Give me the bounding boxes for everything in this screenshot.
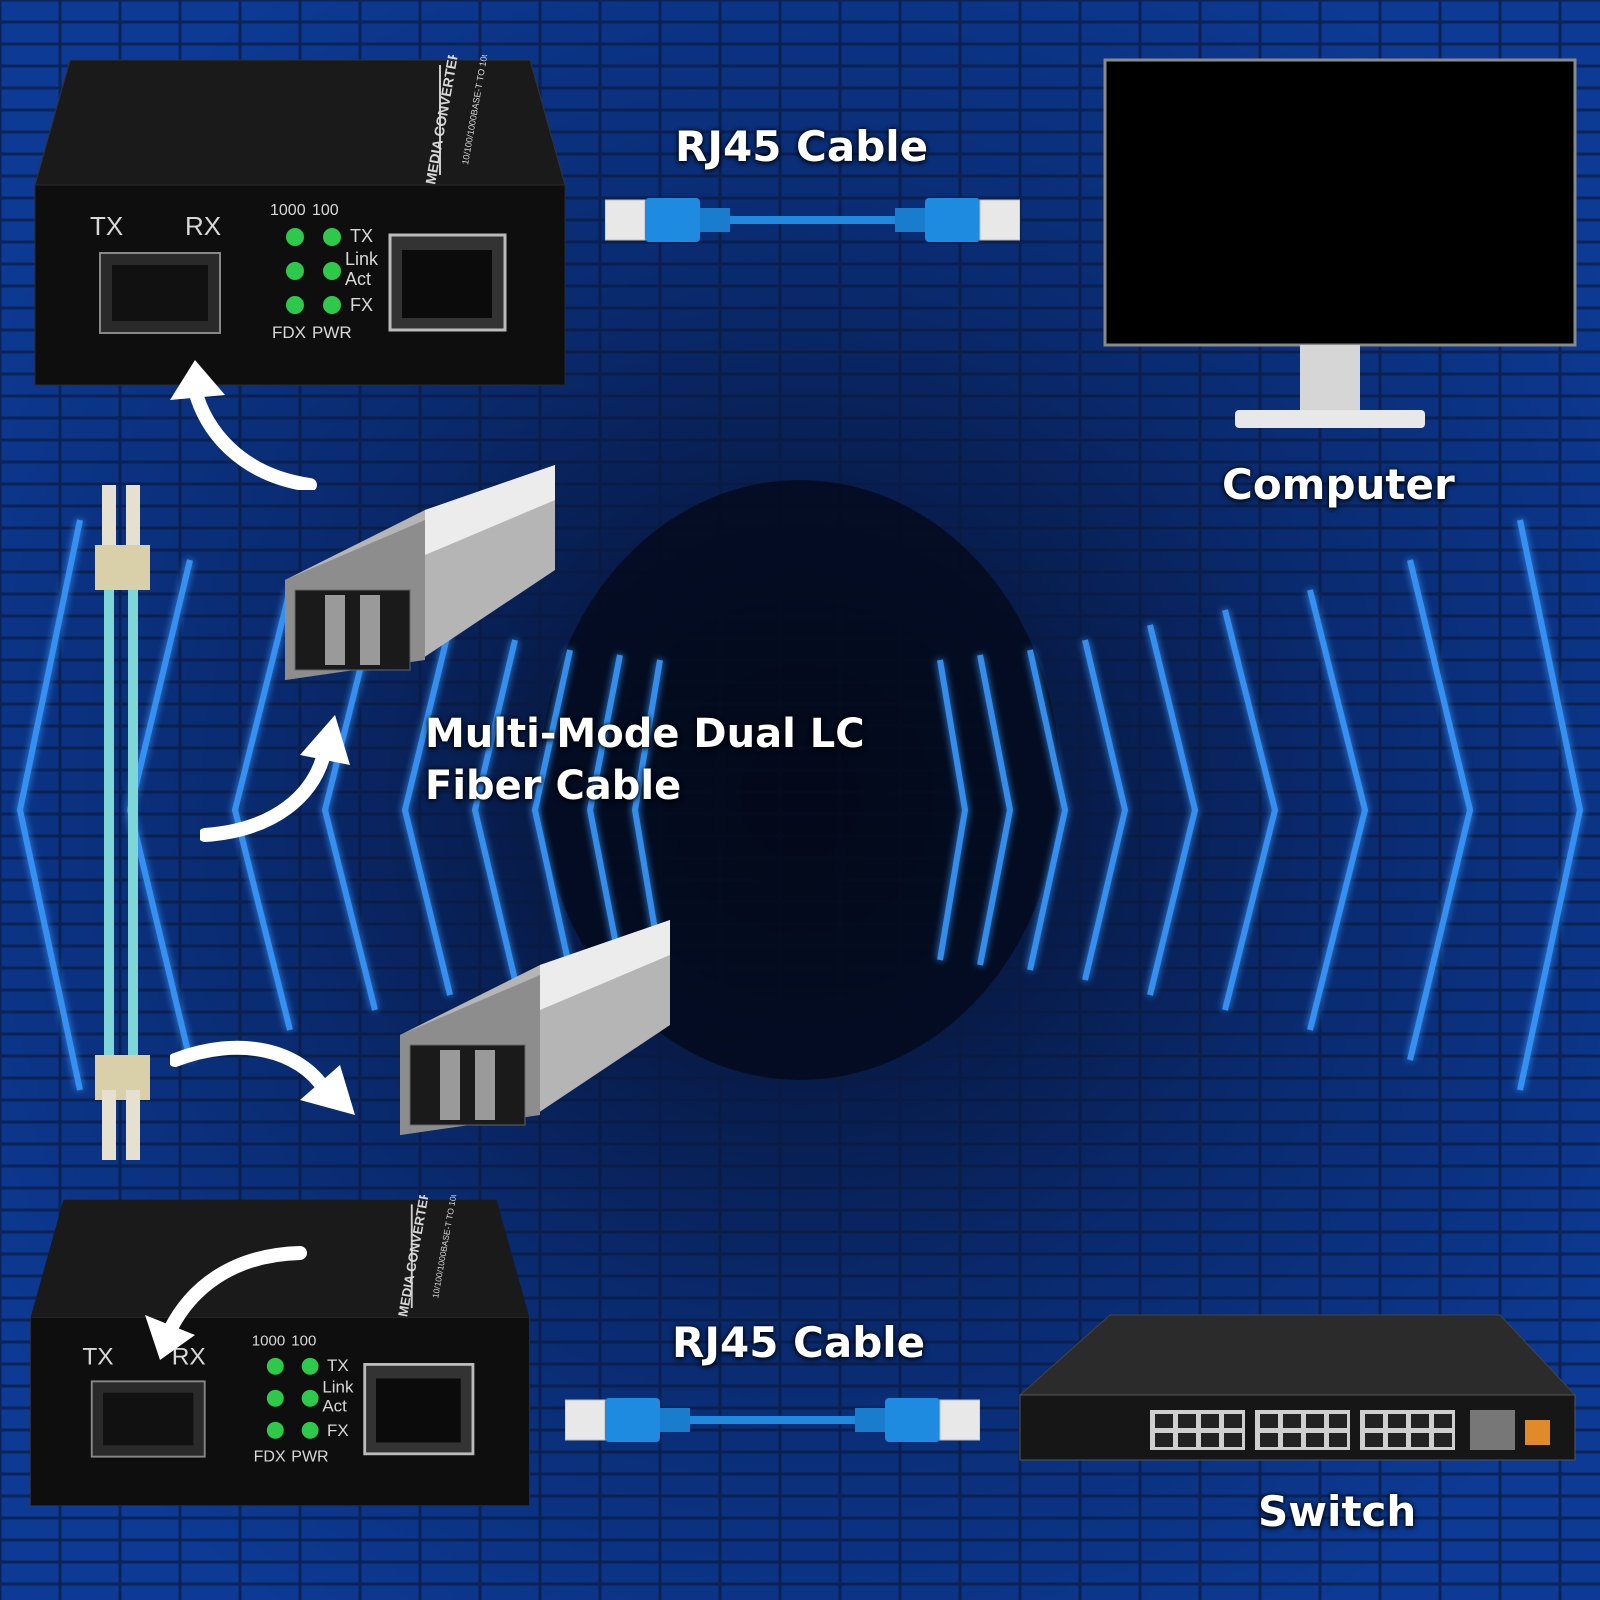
rj45-cable-bottom: [565, 1398, 980, 1442]
led-link-label: Link: [345, 249, 379, 269]
led-link-label: Link: [322, 1378, 354, 1397]
led-fx-label: FX: [350, 295, 373, 315]
switch-label: Switch: [1258, 1487, 1417, 1536]
rj45-cable-top-label: RJ45 Cable: [675, 122, 929, 171]
fiber-cable-label-line1: Multi-Mode Dual LC: [425, 711, 865, 757]
lc-fiber-cable: [95, 485, 150, 1160]
status-leds: [266, 1357, 319, 1439]
speed-100-label: 100: [312, 202, 339, 219]
status-leds: [286, 228, 341, 314]
fiber-cable-label: Multi-Mode Dual LC Fiber Cable: [425, 708, 865, 812]
fdx-label: FDX: [272, 323, 306, 342]
fiber-cable-label-line2: Fiber Cable: [425, 763, 682, 809]
arrow-to-upper-sfp-icon: [200, 715, 350, 842]
speed-1000-label: 1000: [252, 1333, 285, 1350]
arrow-to-lower-sfp-icon: [170, 1040, 355, 1115]
rj45-cable-top: [605, 198, 1020, 242]
pwr-label: PWR: [291, 1448, 328, 1465]
led-tx-label: TX: [350, 226, 373, 246]
sfp-module-lower: [400, 920, 670, 1135]
computer-monitor: [1103, 58, 1577, 428]
led-fx-label: FX: [327, 1421, 349, 1440]
led-act-label: Act: [345, 269, 371, 289]
rj45-cable-bottom-label: RJ45 Cable: [672, 1318, 926, 1367]
led-tx-label: TX: [327, 1356, 349, 1375]
speed-1000-label: 1000: [270, 202, 306, 219]
tx-label: TX: [90, 211, 123, 241]
rx-label: RX: [172, 1343, 206, 1370]
arrow-to-top-converter-icon: [170, 360, 317, 490]
rx-label: RX: [185, 211, 221, 241]
fdx-label: FDX: [254, 1448, 286, 1465]
sfp-module-upper: [285, 465, 555, 680]
network-switch: [1018, 1314, 1577, 1461]
pwr-label: PWR: [312, 323, 352, 342]
speed-100-label: 100: [291, 1333, 316, 1350]
arrow-to-bottom-converter-icon: [145, 1246, 307, 1360]
media-converter-top: MEDIA CONVERTER 10/100/1000BASE-T TO 100…: [34, 55, 566, 386]
computer-label: Computer: [1222, 460, 1455, 509]
led-act-label: Act: [322, 1396, 347, 1415]
tx-label: TX: [82, 1343, 113, 1370]
